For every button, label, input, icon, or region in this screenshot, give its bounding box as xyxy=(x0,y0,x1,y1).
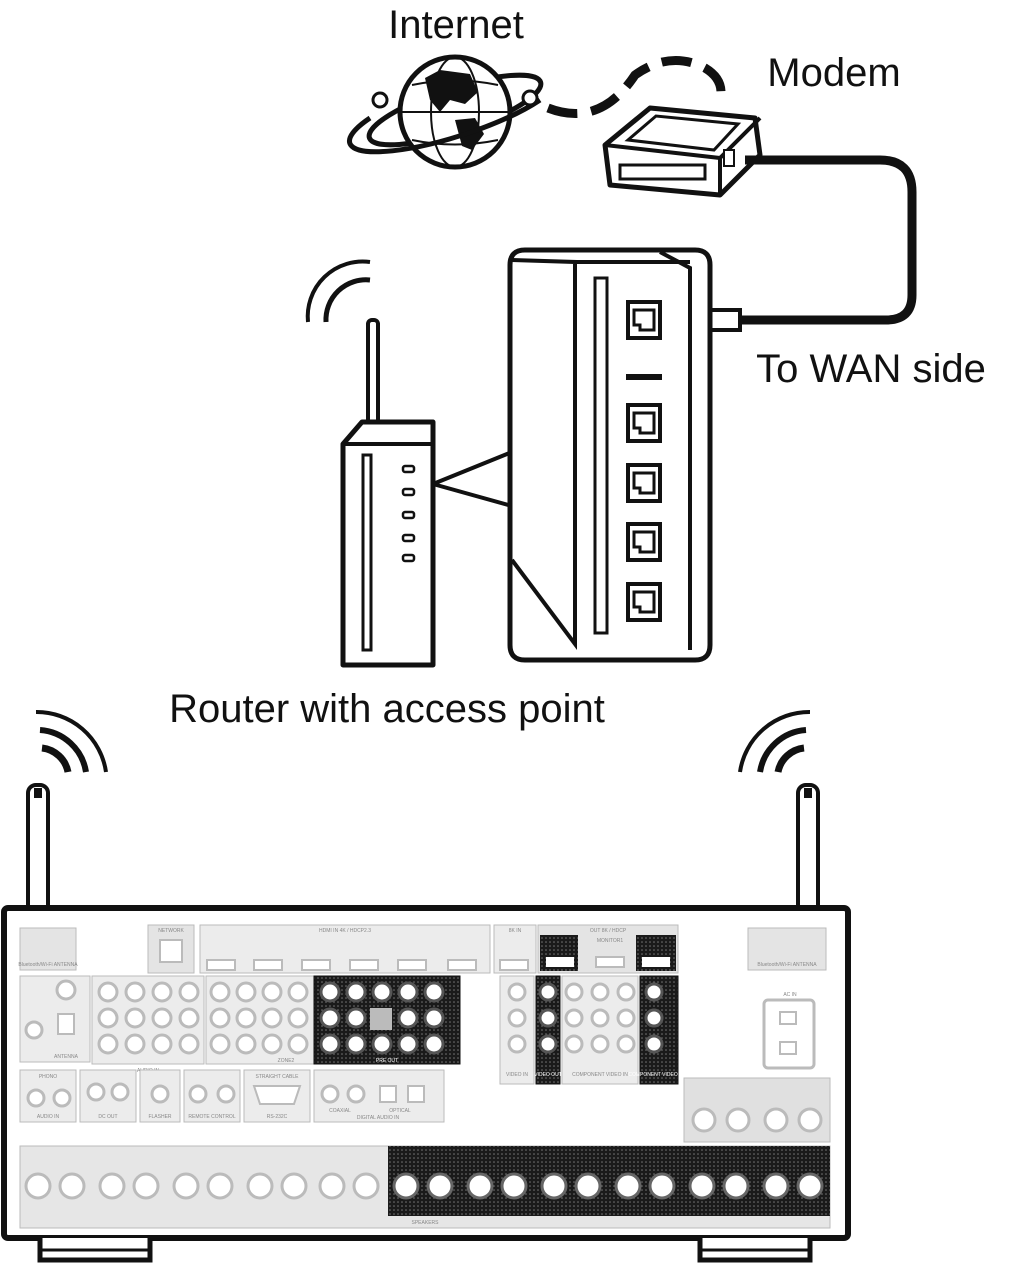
modem-label: Modem xyxy=(767,51,900,95)
router-icon xyxy=(305,259,436,668)
svg-text:HDMI IN 4K / HDCP2.3: HDMI IN 4K / HDCP2.3 xyxy=(319,928,371,934)
svg-text:AC IN: AC IN xyxy=(783,992,797,998)
svg-text:RS-232C: RS-232C xyxy=(267,1114,288,1120)
svg-text:AUDIO IN: AUDIO IN xyxy=(37,1114,60,1120)
svg-text:COAXIAL: COAXIAL xyxy=(329,1108,351,1114)
svg-text:PHONO: PHONO xyxy=(39,1074,57,1080)
router-callout xyxy=(432,450,513,508)
svg-text:OUT 8K / HDCP: OUT 8K / HDCP xyxy=(590,928,627,934)
lan-port-icon xyxy=(626,463,662,503)
svg-text:VIDEO IN: VIDEO IN xyxy=(506,1072,528,1078)
wan-label: To WAN side xyxy=(756,347,986,391)
modem-icon xyxy=(602,105,763,198)
wan-port-icon xyxy=(626,300,662,340)
svg-text:SPEAKERS: SPEAKERS xyxy=(412,1220,440,1226)
internet-label: Internet xyxy=(388,3,524,47)
svg-text:ANTENNA: ANTENNA xyxy=(54,1054,79,1060)
svg-text:PRE OUT: PRE OUT xyxy=(376,1058,398,1064)
svg-text:COMPONENT VIDEO IN: COMPONENT VIDEO IN xyxy=(572,1072,628,1078)
router-label: Router with access point xyxy=(169,687,605,731)
svg-text:COMPONENT VIDEO OUT: COMPONENT VIDEO OUT xyxy=(628,1072,689,1078)
lan-port-icon xyxy=(626,403,662,443)
router-port-panel xyxy=(507,247,713,663)
svg-text:ZONE2: ZONE2 xyxy=(278,1058,295,1064)
svg-text:8K IN: 8K IN xyxy=(509,928,522,934)
svg-text:NETWORK: NETWORK xyxy=(158,928,184,934)
svg-text:DIGITAL AUDIO IN: DIGITAL AUDIO IN xyxy=(357,1115,400,1121)
modem-wan-cable xyxy=(740,155,917,325)
av-receiver-rear-panel: Bluetooth/Wi-Fi ANTENNA Bluetooth/Wi-Fi … xyxy=(1,905,851,1263)
svg-text:OPTICAL: OPTICAL xyxy=(389,1108,411,1114)
svg-text:Bluetooth/Wi-Fi ANTENNA: Bluetooth/Wi-Fi ANTENNA xyxy=(757,962,817,968)
internet-modem-link xyxy=(546,55,726,118)
internet-globe-icon xyxy=(346,54,544,170)
svg-text:REMOTE CONTROL: REMOTE CONTROL xyxy=(188,1114,235,1120)
svg-text:VIDEO OUT: VIDEO OUT xyxy=(534,1072,562,1078)
svg-text:Bluetooth/Wi-Fi ANTENNA: Bluetooth/Wi-Fi ANTENNA xyxy=(18,962,78,968)
svg-text:MONITOR1: MONITOR1 xyxy=(597,938,624,944)
svg-text:DC OUT: DC OUT xyxy=(98,1114,117,1120)
lan-port-icon xyxy=(626,522,662,562)
svg-text:FLASHER: FLASHER xyxy=(148,1114,171,1120)
lan-port-icon xyxy=(626,582,662,622)
svg-text:STRAIGHT CABLE: STRAIGHT CABLE xyxy=(256,1074,300,1080)
